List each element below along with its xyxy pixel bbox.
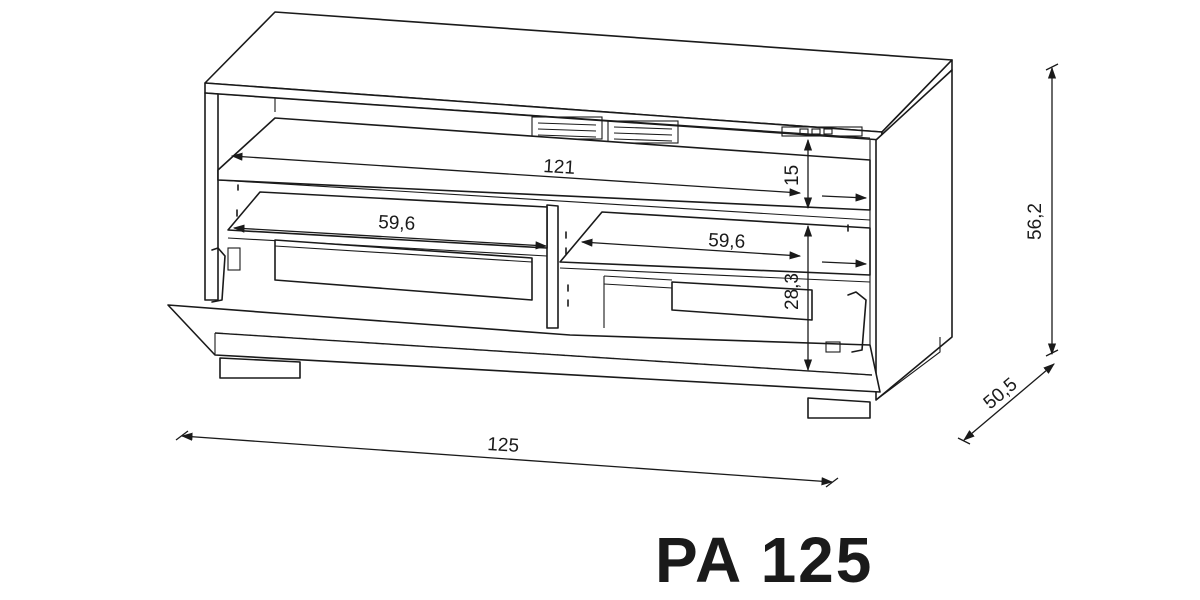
label-15: 15 bbox=[782, 165, 803, 186]
label-121: 121 bbox=[543, 156, 576, 179]
label-28-3: 28,3 bbox=[782, 273, 803, 310]
vent-icon bbox=[531, 116, 679, 144]
cabinet-body bbox=[167, 11, 953, 419]
label-50-5: 50,5 bbox=[980, 374, 1022, 414]
dimension-lines bbox=[175, 63, 1059, 488]
label-125: 125 bbox=[487, 434, 520, 457]
label-59-6-left: 59,6 bbox=[378, 212, 416, 235]
label-56-2: 56,2 bbox=[1025, 203, 1046, 240]
label-59-6-right: 59,6 bbox=[708, 230, 746, 253]
model-title: PA 125 bbox=[655, 524, 874, 596]
hinge-right-icon bbox=[825, 291, 867, 353]
